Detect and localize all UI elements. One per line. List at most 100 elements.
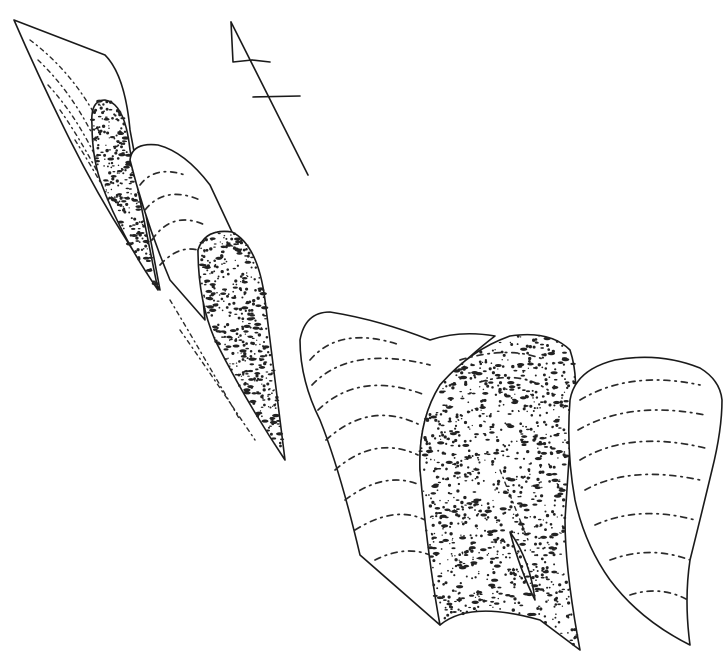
stipple-dot	[105, 145, 106, 146]
stipple-dot	[456, 413, 459, 416]
stipple-dot	[268, 406, 269, 407]
stipple-dot	[483, 370, 487, 372]
stipple-dot	[102, 118, 103, 119]
stipple-dot	[217, 301, 220, 302]
stipple-dot	[441, 572, 443, 574]
stipple-dot	[454, 463, 457, 466]
stipple-dot	[245, 244, 249, 246]
stipple-dot	[213, 259, 216, 262]
stipple-dot	[426, 458, 428, 460]
stipple-dot	[444, 410, 447, 413]
stipple-dot	[485, 439, 489, 441]
stipple-dot	[475, 524, 478, 527]
stipple-dot	[559, 479, 560, 480]
stipple-dot	[432, 524, 435, 527]
stipple-dot	[504, 422, 506, 424]
stipple-dot	[533, 594, 536, 597]
stipple-dot	[492, 500, 493, 501]
stipple-dot	[108, 121, 109, 122]
stipple-dot	[470, 389, 472, 391]
stipple-dot	[522, 370, 526, 372]
stipple-dot	[531, 498, 535, 500]
stipple-dot	[495, 557, 499, 559]
stipple-dot	[433, 483, 439, 486]
stipple-dot	[107, 180, 108, 181]
stipple-dot	[485, 392, 487, 394]
stipple-dot	[529, 345, 532, 348]
stipple-dot	[545, 382, 548, 385]
stipple-dot	[499, 391, 502, 394]
stipple-dot	[529, 463, 532, 464]
stipple-dot	[546, 412, 548, 414]
stipple-dot	[464, 521, 467, 524]
stipple-dot	[539, 542, 542, 545]
stipple-dot	[152, 282, 159, 285]
stipple-dot	[205, 238, 208, 241]
stipple-dot	[433, 470, 435, 472]
stipple-dot	[544, 446, 548, 448]
stipple-dot	[539, 584, 541, 586]
stipple-dot	[220, 292, 226, 295]
stipple-dot	[455, 513, 458, 516]
stipple-dot	[241, 379, 244, 380]
stipple-dot	[538, 363, 541, 366]
stipple-dot	[527, 613, 534, 616]
stipple-dot	[445, 478, 449, 480]
stipple-dot	[269, 380, 273, 382]
stipple-dot	[260, 355, 265, 357]
stipple-dot	[261, 415, 263, 417]
stipple-dot	[482, 362, 483, 363]
stipple-dot	[509, 557, 511, 559]
stipple-dot	[262, 420, 269, 423]
stipple-dot	[226, 261, 228, 263]
stipple-dot	[130, 193, 131, 194]
stipple-dot	[90, 119, 95, 121]
stipple-dot	[240, 241, 243, 244]
stipple-dot	[135, 236, 138, 239]
stipple-dot	[119, 195, 121, 197]
stipple-dot	[444, 381, 447, 384]
stipple-dot	[249, 358, 256, 361]
stipple-dot	[554, 379, 558, 381]
stipple-dot	[497, 480, 500, 483]
stipple-dot	[469, 428, 470, 429]
stipple-dot	[475, 436, 477, 438]
stipple-dot	[454, 471, 461, 474]
stipple-dot	[263, 296, 265, 298]
stipple-dot	[516, 479, 517, 480]
stipple-dot	[514, 394, 515, 395]
stipple-dot	[567, 601, 570, 604]
stipple-dot	[218, 307, 220, 309]
stipple-dot	[450, 431, 451, 432]
stipple-dot	[525, 480, 528, 483]
stipple-dot	[452, 611, 456, 613]
stipple-dot	[214, 243, 217, 244]
slab-6	[418, 335, 580, 650]
stipple-dot	[131, 198, 134, 201]
stipple-dot	[456, 508, 460, 510]
north-arrow-icon	[231, 22, 308, 175]
stipple-dot	[494, 516, 497, 519]
stipple-dot	[501, 450, 505, 452]
stipple-dot	[457, 477, 459, 479]
stipple-dot	[252, 303, 255, 306]
stipple-dot	[468, 449, 471, 452]
stipple-dot	[479, 424, 482, 427]
stipple-dot	[445, 502, 448, 503]
stipple-dot	[237, 265, 239, 267]
stipple-dot	[235, 338, 237, 340]
stipple-dot	[558, 361, 564, 364]
stipple-dot	[434, 437, 436, 439]
stipple-dot	[254, 353, 256, 355]
stipple-dot	[456, 465, 459, 468]
stipple-dot	[500, 529, 505, 531]
stipple-dot	[516, 539, 519, 541]
stipple-dot	[463, 535, 465, 537]
stipple-dot	[539, 464, 542, 467]
stipple-dot	[528, 477, 530, 479]
stipple-dot	[512, 608, 515, 611]
stipple-dot	[152, 280, 156, 282]
stipple-dot	[558, 481, 561, 482]
stipple-dot	[562, 589, 565, 591]
stipple-dot	[557, 457, 558, 458]
